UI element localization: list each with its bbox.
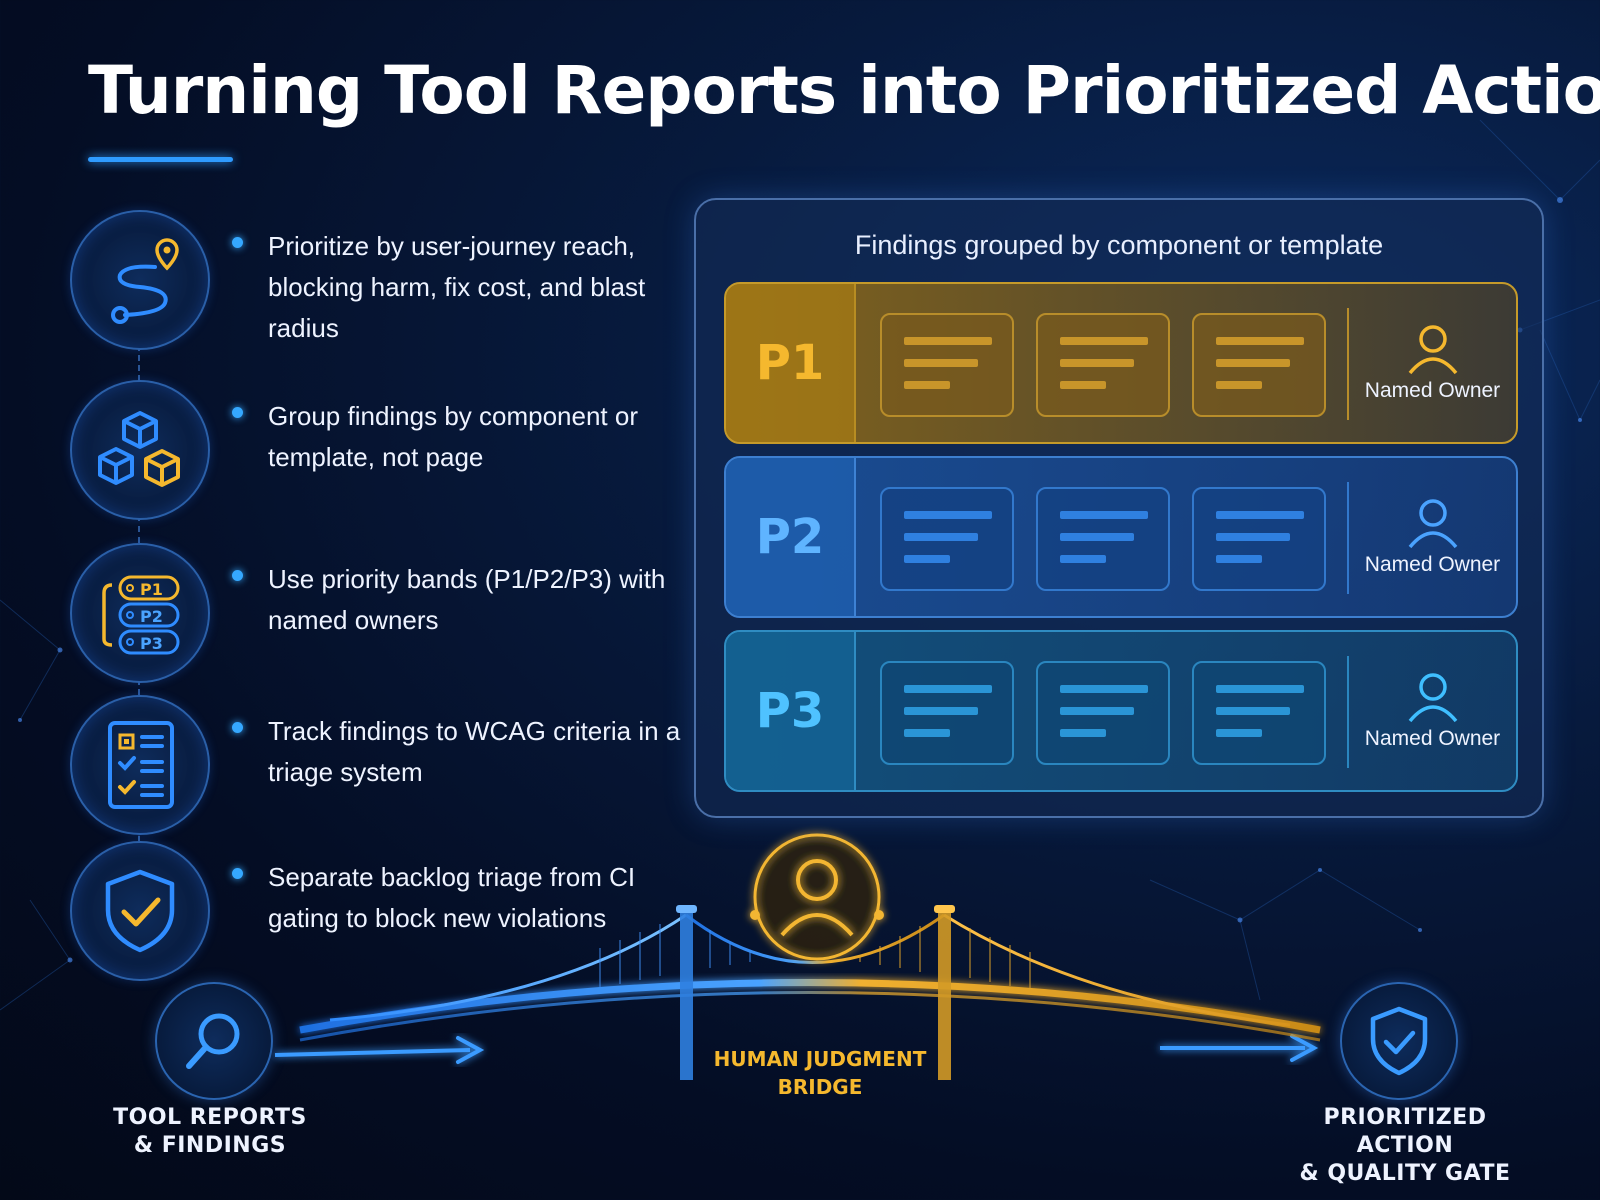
owner-label: Named Owner bbox=[1364, 727, 1501, 750]
band-label: P3 bbox=[726, 632, 856, 790]
badge-p3: P3 bbox=[140, 634, 163, 653]
bridge-graphic bbox=[299, 905, 1321, 1080]
end-label: PRIORITIZED ACTION & QUALITY GATE bbox=[1299, 1105, 1511, 1186]
priority-band-p2: P2 Named Owner bbox=[724, 456, 1518, 618]
route-path-icon bbox=[70, 210, 210, 350]
step-text: Prioritize by user-journey reach, blocki… bbox=[268, 231, 646, 343]
magnifier-icon bbox=[155, 982, 273, 1100]
panel-title: Findings grouped by component or templat… bbox=[854, 230, 1384, 260]
owner-slot: Named Owner bbox=[1349, 632, 1516, 790]
band-divider bbox=[1347, 308, 1349, 420]
owner-slot: Named Owner bbox=[1349, 458, 1516, 616]
step-group-findings: Group findings by component or template,… bbox=[70, 380, 650, 520]
step-text: Group findings by component or template,… bbox=[268, 401, 638, 472]
checklist-icon bbox=[70, 695, 210, 835]
step-separate-triage: Separate backlog triage from CI gating t… bbox=[70, 841, 650, 981]
bullet-dot bbox=[232, 722, 243, 733]
finding-card bbox=[880, 313, 1014, 417]
owner-label: Named Owner bbox=[1364, 379, 1501, 402]
badge-p1: P1 bbox=[140, 580, 163, 599]
person-icon bbox=[1408, 499, 1457, 549]
step-prioritize: Prioritize by user-journey reach, blocki… bbox=[70, 210, 650, 350]
component-cubes-icon bbox=[70, 380, 210, 520]
bridge-person-icon bbox=[750, 833, 884, 961]
person-icon bbox=[1408, 325, 1457, 375]
finding-card bbox=[1036, 661, 1170, 765]
shield-check-icon bbox=[70, 841, 210, 981]
finding-card bbox=[1036, 487, 1170, 591]
priority-band-p3: P3 Named Owner bbox=[724, 630, 1518, 792]
finding-card bbox=[1192, 313, 1326, 417]
start-label: TOOL REPORTS & FINDINGS bbox=[113, 1105, 307, 1158]
bullet-dot bbox=[232, 237, 243, 248]
step-connector bbox=[138, 515, 140, 543]
person-icon bbox=[1408, 673, 1457, 723]
badge-p2: P2 bbox=[140, 607, 163, 626]
flow-arrow-left bbox=[274, 1036, 485, 1064]
step-text: Track findings to WCAG criteria in a tri… bbox=[268, 716, 681, 787]
band-divider bbox=[1347, 482, 1349, 594]
finding-card bbox=[1192, 487, 1326, 591]
finding-card bbox=[1036, 313, 1170, 417]
findings-panel: Findings grouped by component or templat… bbox=[694, 198, 1544, 818]
step-priority-bands: P1 P2 P3 Use priority bands (P1/P2/P3) w… bbox=[70, 543, 665, 683]
band-label: P1 bbox=[726, 284, 856, 442]
title-underline bbox=[88, 157, 233, 162]
owner-label: Named Owner bbox=[1364, 553, 1501, 576]
page-title: Turning Tool Reports into Prioritized Ac… bbox=[88, 52, 1600, 129]
finding-card bbox=[880, 487, 1014, 591]
priority-bands-icon: P1 P2 P3 bbox=[70, 543, 210, 683]
bullet-dot bbox=[232, 868, 243, 879]
shield-check-icon bbox=[1340, 982, 1458, 1100]
bridge-label: HUMAN JUDGMENT BRIDGE bbox=[713, 1047, 927, 1099]
band-label: P2 bbox=[726, 458, 856, 616]
step-connector bbox=[138, 345, 140, 381]
step-connector bbox=[138, 679, 140, 695]
step-track-wcag: Track findings to WCAG criteria in a tri… bbox=[70, 695, 680, 835]
owner-slot: Named Owner bbox=[1349, 284, 1516, 442]
step-text: Separate backlog triage from CI gating t… bbox=[268, 862, 636, 933]
priority-band-p1: P1 Named Owner bbox=[724, 282, 1518, 444]
finding-card bbox=[1192, 661, 1326, 765]
flow-arrow-right bbox=[1160, 1034, 1319, 1062]
band-divider bbox=[1347, 656, 1349, 768]
step-text: Use priority bands (P1/P2/P3) with named… bbox=[268, 564, 666, 635]
finding-card bbox=[880, 661, 1014, 765]
bullet-dot bbox=[232, 570, 243, 581]
bullet-dot bbox=[232, 407, 243, 418]
